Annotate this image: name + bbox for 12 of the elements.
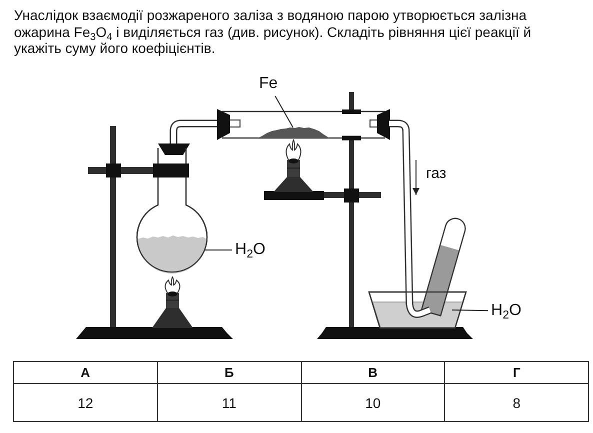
question-text: Унаслідок взаємодії розжареного заліза з водяною парою утворюється залізна ожарина Fe$_{3}$O$_{4}$ і виділяється газ (див. рисунок). Складіть рівняння цієї реакції й укажіть суму його коефіцієнтів. <box>14 7 532 56</box>
gas-label: газ <box>426 165 446 182</box>
column-header: А <box>14 362 158 384</box>
formula-label: H$_{2}$O <box>491 302 522 320</box>
column-header: Б <box>157 362 301 384</box>
table-cell: 8 <box>444 384 588 422</box>
element-label: Fe <box>259 75 278 93</box>
table-cell: 12 <box>14 384 158 422</box>
column-header: Г <box>444 362 588 384</box>
table-cell: 11 <box>157 384 301 422</box>
column-header: В <box>301 362 445 384</box>
table-cell: 10 <box>301 384 445 422</box>
